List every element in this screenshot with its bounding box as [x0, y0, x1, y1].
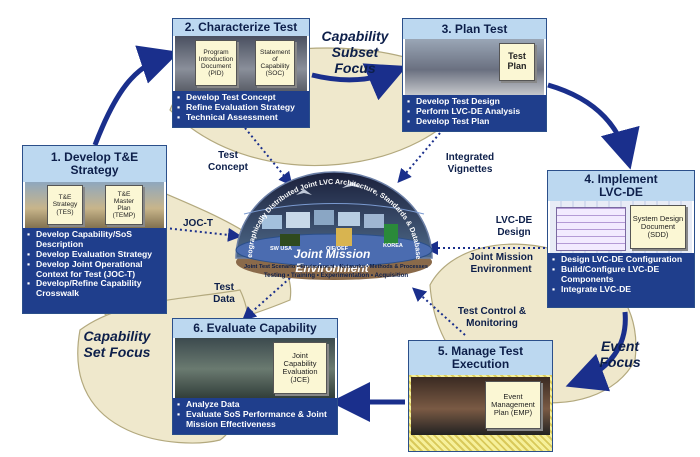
label-joint-mission-environment: Joint Mission Environment — [469, 252, 533, 275]
bullet: Develop Test Design — [407, 96, 542, 107]
dome-site-sw-usa: SW USA — [270, 246, 292, 252]
label-lvc-de-design: LVC-DE Design — [495, 215, 533, 238]
step-3-bullets: Develop Test Design Perform LVC-DE Analy… — [403, 95, 546, 131]
label-test-concept: Test Concept — [208, 150, 248, 173]
arrow-2-to-3 — [311, 63, 408, 101]
step-4-bullets: Design LVC-DE Configuration Build/Config… — [548, 253, 694, 307]
link-test-concept — [244, 127, 293, 187]
step-6-box[interactable]: 6. Evaluate Capability Joint Capability … — [172, 318, 338, 435]
step-2-bullets: Develop Test Concept Refine Evaluation S… — [173, 91, 309, 127]
label-test-control: Test Control & Monitoring — [457, 306, 527, 329]
step-5-doc-emp: Event Management Plan (EMP) — [485, 381, 541, 429]
step-6-doc-jce: Joint Capability Evaluation (JCE) — [273, 342, 327, 394]
step-5-box[interactable]: 5. Manage Test Execution Event Managemen… — [408, 340, 553, 452]
step-1-image: T&E Strategy (TES) T&E Master Plan (TEMP… — [25, 182, 164, 230]
step-1-title: 1. Develop T&E Strategy — [23, 146, 166, 182]
bullet: Integrate LVC-DE — [552, 284, 690, 295]
bullet: Technical Assessment — [177, 112, 305, 123]
bullet: Design LVC-DE Configuration — [552, 254, 690, 265]
dome-base: Testing • Training • Experimentation • A… — [263, 272, 409, 279]
step-1-bullets: Develop Capability/SoS Description Devel… — [23, 228, 166, 313]
step-4-box[interactable]: 4. Implement LVC-DE System Design Docume… — [547, 170, 695, 308]
dome-band: Joint Mission Environment — [293, 247, 371, 275]
bullet: Develop/Refine Capability Crosswalk — [27, 278, 162, 299]
link-joc-t — [164, 227, 242, 242]
focus-capability-set: Capability Set Focus — [83, 328, 151, 361]
label-joc-t: JOC-T — [183, 218, 213, 229]
bullet: Analyze Data — [177, 399, 333, 410]
step-4-doc-sdd: System Design Document (SDD) — [630, 205, 686, 249]
bullet: Develop Test Plan — [407, 116, 542, 127]
step-3-title: 3. Plan Test — [403, 19, 546, 39]
dome-site-korea: KOREA — [383, 243, 403, 249]
bullet: Refine Evaluation Strategy — [177, 102, 305, 113]
step-2-image: Program Introduction Document (PID) Stat… — [175, 36, 307, 91]
arrow-3-to-4 — [547, 82, 640, 170]
link-test-data — [242, 277, 291, 321]
arrow-1-to-2 — [92, 45, 180, 146]
link-integrated-vignettes — [397, 132, 441, 184]
link-test-control — [412, 287, 466, 336]
step-4-diagram-thumb — [556, 207, 626, 251]
label-test-data: Test Data — [213, 282, 235, 305]
bullet: Develop Test Concept — [177, 92, 305, 103]
step-3-box[interactable]: 3. Plan Test Test Plan Develop Test Desi… — [402, 18, 547, 132]
step-2-box[interactable]: 2. Characterize Test Program Introductio… — [172, 18, 310, 128]
focus-event: Event Focus — [599, 338, 641, 371]
step-6-bullets: Analyze Data Evaluate SoS Performance & … — [173, 398, 337, 434]
step-6-image: Joint Capability Evaluation (JCE) — [175, 338, 335, 400]
dome-sub-band: Joint Test Scenario • Environment • Netw… — [244, 264, 428, 270]
step-1-doc-temp: T&E Master Plan (TEMP) — [105, 185, 143, 225]
step-1-doc-tes: T&E Strategy (TES) — [47, 185, 83, 225]
step-5-title: 5. Manage Test Execution — [409, 341, 552, 375]
arrow-4-to-5 — [565, 311, 628, 392]
step-1-box[interactable]: 1. Develop T&E Strategy T&E Strategy (TE… — [22, 145, 167, 314]
step-2-doc-pid: Program Introduction Document (PID) — [195, 40, 237, 86]
step-5-image: Event Management Plan (EMP) — [411, 377, 550, 435]
bullet: Develop Capability/SoS Description — [27, 229, 162, 250]
bullet: Build/Configure LVC-DE Components — [552, 264, 690, 285]
step-2-doc-soc: Statement of Capability (SOC) — [255, 40, 295, 86]
focus-capability-subset: Capability Subset Focus — [321, 28, 389, 77]
step-2-title: 2. Characterize Test — [173, 19, 309, 36]
joint-mission-environment-dome — [235, 171, 433, 280]
step-4-image: System Design Document (SDD) — [550, 201, 692, 255]
bullet: Perform LVC-DE Analysis — [407, 106, 542, 117]
dome-site-oif-oef: OIF/OEF — [326, 246, 348, 252]
bullet: Develop Evaluation Strategy — [27, 249, 162, 260]
step-3-doc-test-plan: Test Plan — [499, 43, 535, 81]
label-integrated-vignettes: Integrated Vignettes — [445, 152, 495, 175]
bullet: Develop Joint Operational Context for Te… — [27, 259, 162, 280]
bullet: Evaluate SoS Performance & Joint Mission… — [177, 409, 333, 430]
step-6-title: 6. Evaluate Capability — [173, 319, 337, 338]
step-3-image: Test Plan — [405, 39, 544, 95]
step-4-title: 4. Implement LVC-DE — [548, 171, 694, 201]
